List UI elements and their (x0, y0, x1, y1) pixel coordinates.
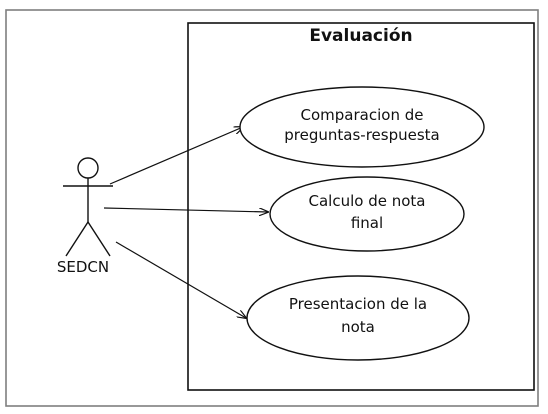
use-case-comparacion: Comparacion de preguntas-respuesta (239, 86, 485, 168)
use-case-label-line-1: Presentacion de la (289, 295, 427, 313)
system-title: Evaluación (309, 26, 412, 46)
use-case-label-line-2: nota (341, 318, 375, 336)
use-case-label-line-1: Comparacion de (301, 106, 424, 124)
use-case-label-line-1: Calculo de nota (309, 192, 426, 210)
system-boundary (187, 22, 535, 391)
use-case-presentacion: Presentacion de la nota (246, 275, 470, 361)
actor-figure (63, 157, 113, 257)
actor-name: SEDCN (57, 258, 109, 276)
association-arrow-1 (109, 127, 243, 185)
use-case-ellipse (239, 86, 485, 168)
use-case-calculo: Calculo de nota final (269, 176, 465, 252)
actor-right-leg (87, 221, 111, 257)
use-case-label-line-2: final (351, 214, 383, 232)
actor-left-leg (65, 221, 89, 257)
association-arrow-3 (115, 241, 246, 318)
use-case-ellipse (269, 176, 465, 252)
use-case-label-line-2: preguntas-respuesta (284, 126, 439, 144)
association-arrow-2 (103, 207, 268, 212)
use-case-ellipse (246, 275, 470, 361)
